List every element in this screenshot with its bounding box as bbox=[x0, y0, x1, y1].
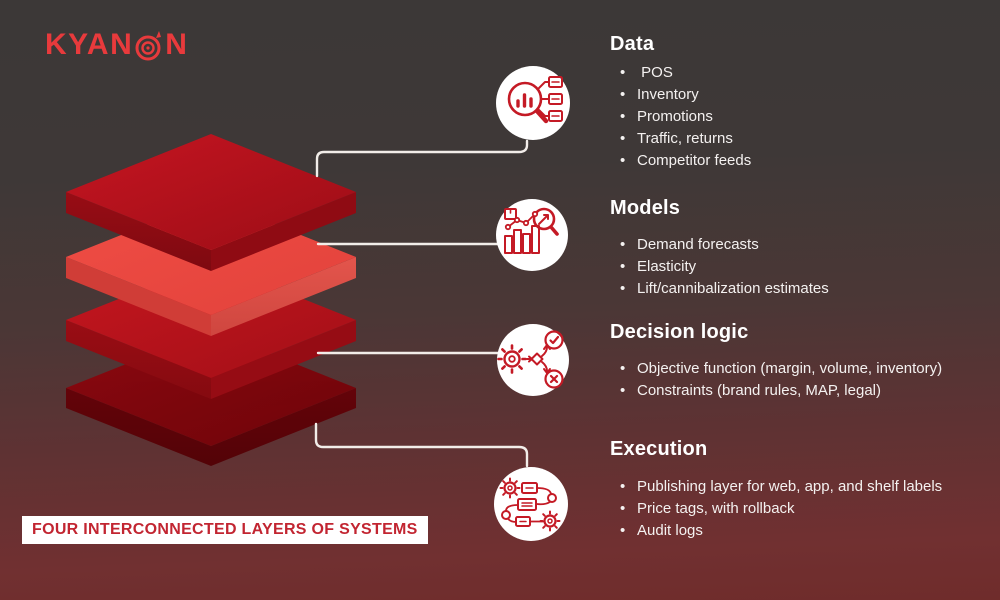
section-execution-title: Execution bbox=[610, 438, 708, 460]
list-item: Lift/cannibalization estimates bbox=[610, 278, 992, 300]
section-data-title: Data bbox=[610, 33, 655, 55]
section-models-list: Demand forecasts Elasticity Lift/canniba… bbox=[610, 234, 992, 300]
list-item: Elasticity bbox=[610, 256, 992, 278]
list-item: Competitor feeds bbox=[610, 150, 992, 172]
connector-execution bbox=[314, 422, 529, 468]
logo-text-suffix: N bbox=[165, 28, 189, 61]
list-item: Inventory bbox=[610, 84, 992, 106]
logo-text-prefix: KYAN bbox=[45, 28, 134, 61]
title-banner: FOUR INTERCONNECTED LAYERS OF SYSTEMS bbox=[22, 516, 428, 544]
list-item: Price tags, with rollback bbox=[610, 498, 992, 520]
section-data-list: POS Inventory Promotions Traffic, return… bbox=[610, 62, 992, 172]
section-data: Data POS Inventory Promotions Traffic, r… bbox=[610, 33, 992, 172]
workflow-gears-icon bbox=[499, 477, 561, 532]
execution-icon-circle bbox=[494, 467, 568, 541]
section-models-title: Models bbox=[610, 197, 681, 219]
section-execution-list: Publishing layer for web, app, and shelf… bbox=[610, 476, 992, 542]
section-execution: Execution Publishing layer for web, app,… bbox=[610, 438, 992, 542]
list-item: Publishing layer for web, app, and shelf… bbox=[610, 476, 992, 498]
list-item: Audit logs bbox=[610, 520, 992, 542]
section-decision-title: Decision logic bbox=[610, 321, 749, 343]
list-item: Traffic, returns bbox=[610, 128, 992, 150]
decision-branch-icon bbox=[497, 330, 564, 389]
forecast-analytics-icon bbox=[504, 207, 559, 254]
list-item: POS bbox=[610, 62, 992, 84]
data-search-icon bbox=[507, 76, 563, 124]
list-item: Constraints (brand rules, MAP, legal) bbox=[610, 380, 992, 402]
section-decision-logic: Decision logic Objective function (margi… bbox=[610, 321, 992, 402]
section-decision-list: Objective function (margin, volume, inve… bbox=[610, 358, 992, 402]
connector-data bbox=[315, 139, 529, 178]
list-item: Demand forecasts bbox=[610, 234, 992, 256]
kyanon-logo: KYAN N bbox=[45, 28, 188, 62]
section-models: Models Demand forecasts Elasticity Lift/… bbox=[610, 197, 992, 300]
bullseye-target-icon bbox=[135, 31, 162, 61]
list-item: Objective function (margin, volume, inve… bbox=[610, 358, 992, 380]
data-layer bbox=[66, 134, 356, 271]
list-item: Promotions bbox=[610, 106, 992, 128]
